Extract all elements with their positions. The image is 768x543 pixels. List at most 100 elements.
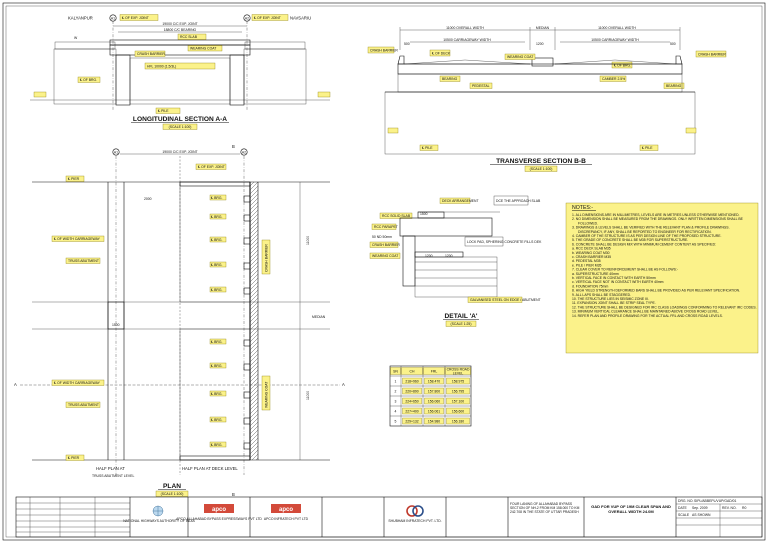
detail-scale-box (445, 320, 477, 327)
level-table-cell: 224+650 (405, 400, 418, 404)
note-line: 13. MINIMUM VERTICAL CLEARANCE SHALL BE … (572, 310, 719, 314)
plan-half-left: HALF PLAN AT (96, 466, 125, 471)
note-line: 8. HIGH YIELD STRENGTH DEFORMED BARS SHA… (572, 289, 740, 293)
place-right: NAVSARIU (290, 16, 311, 21)
level-table-cell: 5 (395, 420, 397, 424)
tag-plan-brg-text: ℄ BRG. (210, 418, 222, 422)
section-mark-a-left: A (14, 382, 17, 387)
tag-exp-joint-left (119, 14, 159, 21)
tag-plan-brg-text: ℄ BRG. (210, 263, 222, 267)
approach-slab-left (54, 41, 116, 50)
detail-dim-2: 1200 (445, 254, 453, 258)
tag-detail-wearing-text: WEARING COAT (372, 254, 398, 258)
transverse-title: TRANSVERSE SECTION B-B (496, 158, 586, 165)
detail-bearing-strip (414, 251, 464, 258)
tag-detail-deck-arr-text: DECK ARRANGEMENT (442, 199, 479, 203)
plan-barrier-bottom (179, 455, 251, 461)
tb-project: FOUR LANING OF ALLAHABAD BYPASS SECTION … (510, 502, 580, 514)
tag-brg-tr-text: ℄ OF BRG. (613, 64, 631, 68)
tag-detail-crash (369, 241, 399, 248)
note-line: d. FOUNDATION 75mm (572, 284, 608, 288)
tag-crash-barrier-r (695, 50, 727, 58)
transverse-scale: (SCALE 1:100) (530, 167, 553, 171)
detail-dim-3: 1500 (420, 212, 428, 216)
plan-median-left (107, 301, 125, 330)
tag-plan-crash-barrier-text: CRASH BARRIER (265, 244, 269, 272)
level-table-cell: 156.060 (428, 400, 440, 404)
note-line: c. CRASH BARRIER M35 (572, 255, 611, 259)
tag-detail-wearing (369, 252, 401, 259)
tb-drg-no: SIPL/ABBEPL/VUP/GAD/01 (694, 499, 737, 503)
level-table-cell-highlight (446, 387, 470, 395)
abutment-wall-right (229, 54, 245, 106)
abutment-right-fill (243, 48, 307, 105)
tag-plan-cw-2 (51, 379, 105, 386)
tag-wearing-coat-tr (504, 53, 536, 60)
tag-plan-wearing-coat (261, 375, 271, 411)
note-line: DISCREPANCY, IF ANY, SHALL BE REPORTED T… (578, 230, 712, 234)
level-table-cell: 158.975 (452, 380, 464, 384)
tag-exp-joint-right-text: ℄ OF EXP. JOINT (253, 16, 281, 20)
tag-bearing-r (663, 82, 685, 89)
level-table-cell: 154.980 (428, 420, 440, 424)
tag-detail-galv (467, 296, 523, 303)
tag-plan-crash-barrier (261, 239, 271, 275)
level-table-cell-highlight (424, 387, 444, 395)
tag-detail-deck-arr (439, 197, 471, 204)
note-line: 9. ALL LAPS SHALL BE STAGGERED. (572, 293, 631, 297)
nhai-logo (152, 505, 164, 517)
tag-plan-truss-2 (65, 401, 101, 408)
detail-title: DETAIL 'A' (445, 313, 478, 320)
detail-scale: (SCALE 1:25) (451, 322, 472, 326)
detail-a: RCC SOLID SLAB DECK ARRANGEMENT DCE THE … (369, 195, 542, 327)
bearing (243, 287, 251, 295)
title-block-frame (15, 496, 763, 538)
tb-drg-label: DRG. NO. (678, 499, 694, 503)
tag-bearing-r-text: BEARING (666, 84, 682, 88)
tag-detail-rcc-slab (379, 212, 413, 219)
tag-deck (429, 49, 451, 57)
bearing (243, 339, 251, 347)
tag-level-tr (685, 127, 697, 134)
tag-deck-text: ℄ OF DECK (431, 52, 451, 56)
bearing (243, 363, 251, 371)
tag-detail-galv-text: GALVANISED STEEL ON EDGE / ABUTMENT (470, 298, 541, 302)
tag-plan-exp-text: ℄ OF EXP. JOINT (197, 165, 225, 169)
svg-text:apco: apco (279, 507, 293, 513)
level-table-header-cell (445, 367, 471, 375)
level-table-header: LEVEL (453, 371, 464, 375)
bearing (243, 391, 251, 399)
detail-abutment-fill (414, 256, 498, 298)
approach-slab-right (244, 41, 306, 50)
tag-plan-brg-text: ℄ BRG. (210, 288, 222, 292)
tag-detail-lock-pad (464, 236, 504, 247)
tb-contractor: APCO ALLAHABAD BYPASS EXPRESSWAYS PVT LT… (176, 517, 262, 521)
tb-drawing-title-wrap: GAD FOR VUP OF 19M CLEAR SPAN AND OVERAL… (591, 504, 671, 514)
bearing (243, 442, 251, 450)
tag-plan-pier-bottom-text: ℄ PIER (67, 456, 80, 460)
note-line: 4. CAMBER OF THE STRUCTURE IS AS PER DES… (572, 234, 722, 238)
plan-dim-2000: 2000 (144, 197, 152, 201)
tag-crash-barrier (134, 50, 166, 57)
note-line: 11. EXPANSION JOINT SHALL BE STRIP SEAL … (572, 301, 656, 305)
plan-dim-median: MEDIAN (312, 315, 326, 319)
section-mark-b-top: B (232, 144, 235, 149)
plan-axis-label: 19000 C/C EXP. JOINT (162, 150, 197, 154)
level-table-cell: 156.600 (452, 410, 464, 414)
tag-pile-tr (639, 144, 659, 151)
tb-rev-label: REV. NO. (722, 506, 737, 510)
abutment-wall-left (115, 54, 131, 106)
note-line: FOLLOWED. (578, 221, 598, 225)
tb-consultant: SHUBHAM INFRATECH PVT. LTD. (388, 519, 441, 523)
plan-scale: (SCALE 1:100) (161, 492, 184, 496)
tag-pile-tl-text: ℄ PILE (421, 146, 433, 150)
level-table-header-cell (390, 367, 401, 375)
plan-view: A1 A2 19000 C/C EXP. JOINT B B A A (14, 144, 345, 497)
transverse-scale-box (524, 165, 558, 172)
tag-level-left (33, 91, 47, 98)
side-w: W (74, 36, 78, 40)
tag-plan-cw-1-text: ℄ OF WIDTH CARRIAGEWAY (53, 237, 101, 241)
level-table-header: CROSS ROAD (447, 368, 470, 372)
tag-bearing-l (439, 75, 461, 82)
